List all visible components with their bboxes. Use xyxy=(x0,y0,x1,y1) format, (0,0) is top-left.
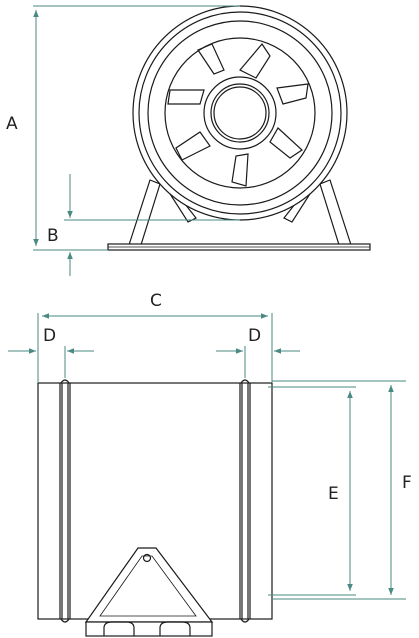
label-a: A xyxy=(6,114,18,134)
front-view xyxy=(107,5,371,251)
label-f: F xyxy=(402,473,412,493)
dimension-d-left: D xyxy=(8,326,94,378)
impeller-hub xyxy=(203,76,277,150)
impeller-blades xyxy=(167,43,309,187)
dimension-f: F xyxy=(272,380,412,600)
side-view xyxy=(37,379,273,637)
label-d-right: D xyxy=(248,326,261,346)
dimension-a: A xyxy=(6,5,240,251)
dimension-e: E xyxy=(268,386,356,596)
label-e: E xyxy=(328,484,339,504)
label-b: B xyxy=(47,226,59,246)
label-c: C xyxy=(150,291,162,311)
front-stand xyxy=(107,179,371,251)
dimension-d-right: D xyxy=(216,326,300,378)
dimension-c: C xyxy=(37,291,273,383)
label-d-left: D xyxy=(43,326,56,346)
dimension-b: B xyxy=(47,174,240,276)
side-stand xyxy=(84,547,214,637)
